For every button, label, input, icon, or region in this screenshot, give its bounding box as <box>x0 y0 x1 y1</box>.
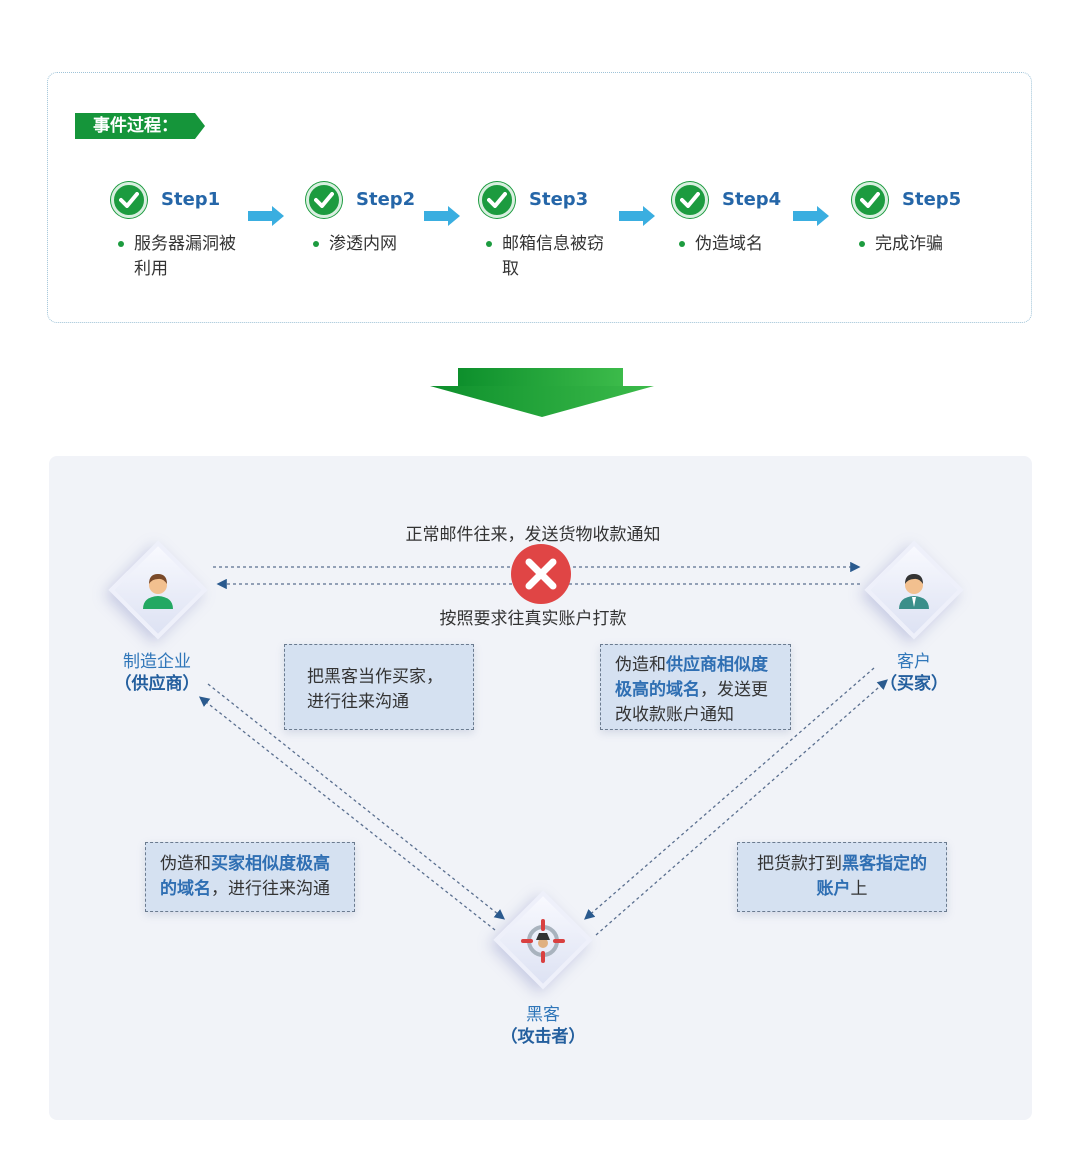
customer-role: （买家） <box>880 674 948 694</box>
flow-line-supplier-to-hacker <box>207 683 506 920</box>
note-forge-buyer-domain: 伪造和买家相似度极高的域名，进行往来沟通 <box>145 842 355 912</box>
section-title-tag: 事件过程： <box>75 113 205 139</box>
right-arrow-icon <box>619 206 655 226</box>
check-icon <box>852 182 888 218</box>
note-text: ，发送更改收款账户通知 <box>615 680 768 725</box>
note-text: 上 <box>850 879 868 899</box>
step-description: 服务器漏洞被利用 <box>118 232 248 282</box>
note-supplier-view: 把黑客当作买家，进行往来沟通 <box>284 644 474 730</box>
message-normal-mail: 正常邮件往来，发送货物收款通知 <box>405 525 661 545</box>
step-label: Step5 <box>902 189 962 210</box>
note-pay-hacker: 把货款打到黑客指定的账户上 <box>737 842 947 912</box>
note-text: ，进行往来沟通 <box>211 879 330 899</box>
supplier-name: 制造企业 <box>123 652 191 672</box>
supplier-avatar-icon <box>143 574 173 609</box>
right-arrow-icon <box>248 206 284 226</box>
hacker-label: 黑客（攻击者） <box>473 1004 613 1048</box>
right-arrow-icon <box>793 206 829 226</box>
note-text: 伪造和 <box>615 655 666 675</box>
flow-line-hacker-to-customer <box>595 679 888 936</box>
message-payment: 按照要求往真实账户打款 <box>439 609 627 629</box>
hacker-role: （攻击者） <box>500 1027 586 1047</box>
note-highlight: 买家相似度极高的域名 <box>160 854 330 899</box>
note-highlight: 黑客指定的账户 <box>816 854 928 899</box>
step-description: 渗透内网 <box>313 232 443 257</box>
note-text: 伪造和 <box>160 854 211 874</box>
step-label: Step1 <box>161 189 221 210</box>
customer-name: 客户 <box>897 652 931 672</box>
hacker-target-icon <box>521 919 565 963</box>
step-label: Step4 <box>722 189 782 210</box>
check-icon <box>111 182 147 218</box>
event-process-frame <box>47 72 1032 323</box>
step-label: Step3 <box>529 189 589 210</box>
step-description: 邮箱信息被窃取 <box>486 232 616 282</box>
customer-avatar-icon <box>899 574 929 609</box>
step-label: Step2 <box>356 189 416 210</box>
right-arrow-icon <box>424 206 460 226</box>
note-highlight: 供应商相似度极高的域名 <box>615 655 768 700</box>
check-icon <box>306 182 342 218</box>
note-text: 把黑客当作买家，进行往来沟通 <box>307 667 443 712</box>
step-description: 伪造域名 <box>679 232 809 257</box>
check-icon <box>672 182 708 218</box>
supplier-label: 制造企业（供应商） <box>87 651 227 695</box>
down-arrow-icon <box>430 368 654 417</box>
supplier-role: （供应商） <box>114 674 200 694</box>
customer-label: 客户（买家） <box>844 651 984 695</box>
note-text: 把货款打到 <box>757 854 842 874</box>
note-forge-supplier-domain: 伪造和供应商相似度极高的域名，发送更改收款账户通知 <box>600 644 791 730</box>
flow-line-hacker-to-supplier <box>198 696 496 931</box>
blocked-x-icon <box>511 544 571 604</box>
hacker-name: 黑客 <box>526 1005 560 1025</box>
step-description: 完成诈骗 <box>859 232 989 257</box>
check-icon <box>479 182 515 218</box>
